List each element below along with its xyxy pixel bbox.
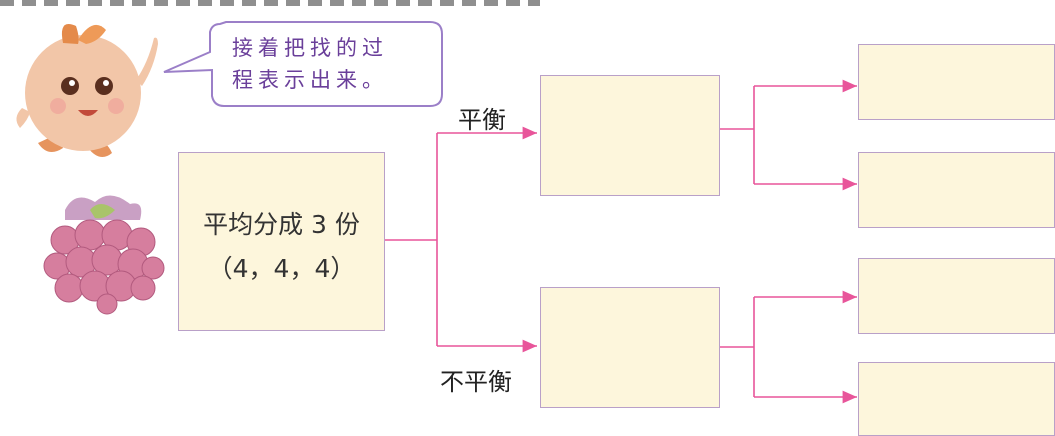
box-right-4 bbox=[858, 362, 1055, 436]
peach-character-icon bbox=[16, 24, 158, 157]
box-right-3 bbox=[858, 258, 1055, 334]
box-right-1 bbox=[858, 44, 1055, 120]
speech-bubble-line1: 接着把找的过 bbox=[232, 36, 388, 60]
start-box-line1: 平均分成 3 份 bbox=[203, 210, 360, 239]
box-unbalanced-result bbox=[540, 287, 720, 408]
start-box-line2: （4，4，4） bbox=[207, 254, 356, 283]
cropped-top-text bbox=[0, 0, 540, 6]
box-right-2 bbox=[858, 152, 1055, 228]
box-balanced-result bbox=[540, 75, 720, 196]
speech-bubble-line2: 程表示出来。 bbox=[232, 68, 388, 92]
grape-bunch-icon bbox=[43, 195, 165, 315]
branch-label-unbalanced: 不平衡 bbox=[440, 368, 512, 396]
speech-bubble bbox=[163, 21, 443, 107]
branch-label-balanced: 平衡 bbox=[458, 106, 506, 134]
start-box: 平均分成 3 份 （4，4，4） bbox=[178, 152, 385, 331]
